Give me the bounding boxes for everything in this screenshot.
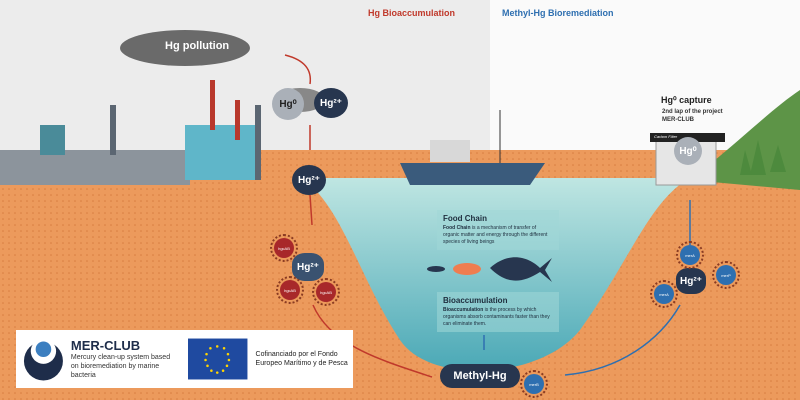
bacterium-hgcab: hgcAB [270, 234, 298, 262]
bioaccumulation-term: Bioaccumulation [443, 307, 484, 313]
food-chain-box: Food Chain Food Chain is a mechanism of … [437, 210, 559, 250]
bacterium-mer: merP [712, 261, 740, 289]
hg2-bubble: Hg²⁺ [314, 88, 348, 118]
food-chain-title: Food Chain [443, 214, 487, 223]
bacterium-hgcab: hgcAB [276, 276, 304, 304]
capture-title: Hg⁰ capture [661, 95, 712, 105]
hg2-bubble-ground: Hg²⁺ [292, 165, 326, 195]
bioaccumulation-title: Bioaccumulation [443, 296, 508, 305]
bioaccumulation-text: is the process by which organisms absorb… [443, 307, 550, 327]
eu-flag-icon [188, 338, 248, 380]
hg0-captured: Hg⁰ [674, 137, 702, 165]
header-bioremediation: Methyl-Hg Bioremediation [502, 8, 614, 18]
hg2-bubble-right: Hg²⁺ [676, 268, 706, 294]
bioaccumulation-box: Bioaccumulation Bioaccumulation is the p… [437, 292, 559, 332]
logo-banner: MER-CLUB Mercury clean-up system based o… [16, 330, 353, 388]
bacterium-merb: merB [520, 370, 548, 398]
methyl-hg-pill: Methyl-Hg [440, 364, 520, 388]
carbon-filter-label: Carbon Filter [654, 134, 678, 139]
food-chain-term: Food Chain [443, 225, 471, 231]
bacterium-mer: merA [676, 241, 704, 269]
fishing-boat [400, 110, 545, 185]
eu-funding-text: Cofinanciado por el Fondo Europeo Maríti… [255, 351, 348, 367]
hg2-bubble-bacteria: Hg²⁺ [292, 253, 324, 281]
capture-subtitle: 2nd lap of the project MER-CLUB [662, 109, 723, 123]
mer-club-name: MER-CLUB [70, 338, 141, 353]
pollution-label: Hg pollution [165, 40, 230, 52]
water-basin [300, 178, 690, 371]
fish [427, 257, 552, 282]
pollution-cloud [120, 30, 250, 66]
mer-club-logo-icon [23, 338, 63, 381]
food-chain-text: is a mechanism of transfer of organic ma… [443, 225, 548, 245]
hg0-bubble: Hg⁰ [272, 88, 304, 120]
header-bioaccumulation: Hg Bioaccumulation [368, 8, 456, 18]
trees [740, 140, 786, 175]
factory [0, 80, 261, 185]
bacterium-mer: merA [650, 280, 678, 308]
mer-club-tagline: Mercury clean-up system based on bioreme… [70, 354, 171, 379]
bacterium-hgcab: hgcAB [312, 278, 340, 306]
